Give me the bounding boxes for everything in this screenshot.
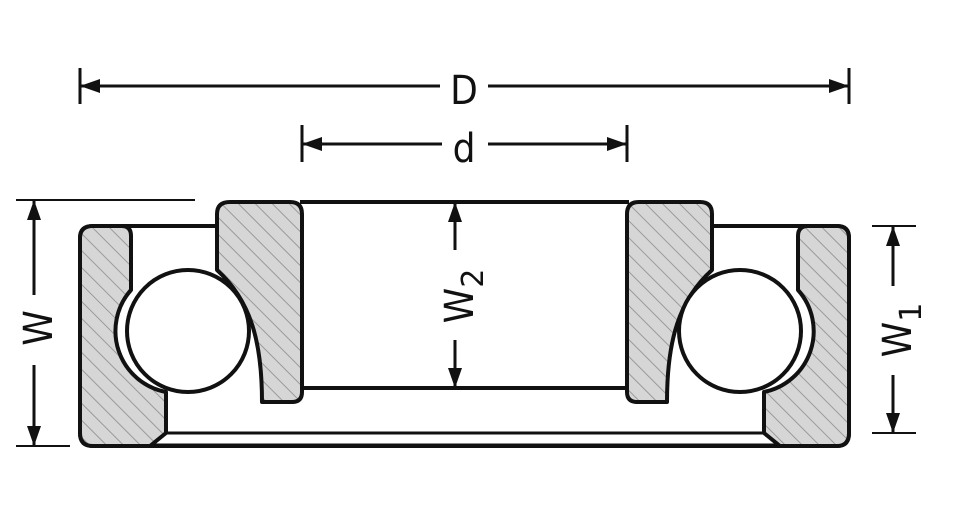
ball-left [125, 268, 251, 394]
dimension-W1: W1 [872, 225, 929, 434]
label-d: d [453, 126, 476, 172]
label-W1-subscript: 1 [894, 303, 929, 322]
bearing-cross-section [78, 200, 851, 448]
dimension-W: W [16, 199, 195, 447]
label-W1: W1 [875, 303, 929, 358]
dimension-D: D [78, 68, 851, 114]
label-W2-main: W [437, 288, 483, 324]
outer-ring-right-section [762, 224, 851, 448]
seal-strip [148, 431, 782, 447]
label-D: D [450, 68, 478, 114]
inner-ring-left-section [215, 200, 304, 404]
outer-ring-left-section [78, 224, 168, 448]
label-W2-subscript: 2 [456, 269, 491, 288]
dimension-d: d [300, 125, 629, 172]
label-W: W [16, 310, 62, 346]
dimension-W2: W2 [437, 202, 491, 388]
inner-ring-right-section [625, 200, 714, 404]
ball-right [677, 268, 803, 394]
label-W2: W2 [437, 269, 491, 324]
label-W1-main: W [875, 322, 921, 358]
